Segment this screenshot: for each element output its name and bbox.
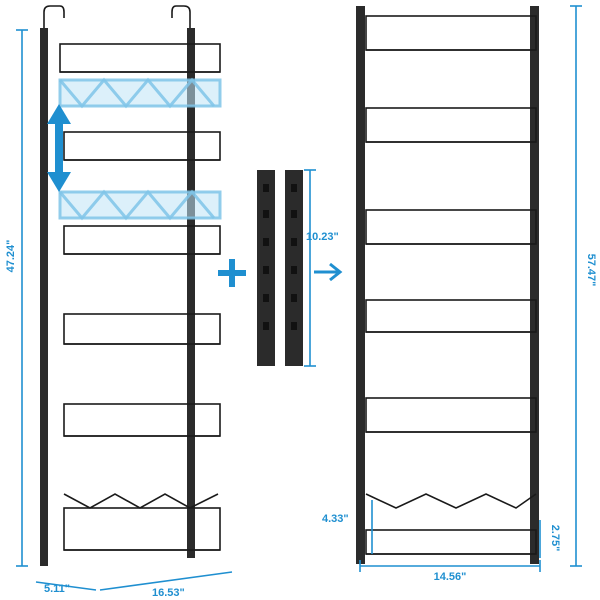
left-upright-right [187, 28, 195, 558]
left-basket-4 [63, 313, 221, 345]
right-upright-right [530, 6, 539, 564]
right-upright-left [356, 6, 365, 564]
extension-bars [257, 169, 316, 367]
left-basket-6 [63, 493, 221, 551]
double-arrow-vertical-icon [47, 104, 71, 192]
extension-length-label: 10.23" [306, 231, 339, 243]
right-basket-5 [365, 397, 537, 433]
left-basket-1 [59, 43, 221, 73]
right-basket-4 [365, 299, 537, 333]
left-basket-ghost-2 [58, 189, 222, 221]
left-basket-5 [63, 403, 221, 437]
right-basket-3 [365, 209, 537, 245]
left-height-label: 47.24" [5, 240, 17, 273]
left-basket-3 [63, 225, 221, 255]
door-hook-left [43, 5, 65, 30]
right-height-label: 57.47" [585, 254, 597, 287]
plus-icon [218, 259, 246, 287]
right-basket-2 [365, 107, 537, 143]
left-height-dimension [16, 29, 28, 567]
right-height-dimension [570, 5, 582, 567]
left-depth-dimension [35, 581, 97, 591]
left-upright-left [40, 28, 48, 566]
left-basket-2 [63, 131, 221, 161]
left-width-dimension [99, 571, 233, 591]
basket-depth-label: 2.75" [549, 525, 561, 552]
arrow-right-icon [314, 262, 343, 282]
basket-height-label: 4.33" [322, 513, 349, 525]
right-basket-1 [365, 15, 537, 51]
left-depth-label: 5.11" [44, 583, 70, 595]
left-width-label: 16.53" [152, 587, 185, 599]
left-basket-ghost-1 [58, 77, 222, 109]
right-basket-6 [365, 493, 537, 555]
right-rack: 57.47" 14.56" 4.33" 2.75" [322, 5, 597, 583]
door-hook-right [171, 5, 191, 30]
right-width-label: 14.56" [434, 571, 467, 583]
right-width-dimension [359, 560, 541, 572]
left-rack: 47.24" 5.11" 16.53" [5, 5, 233, 599]
